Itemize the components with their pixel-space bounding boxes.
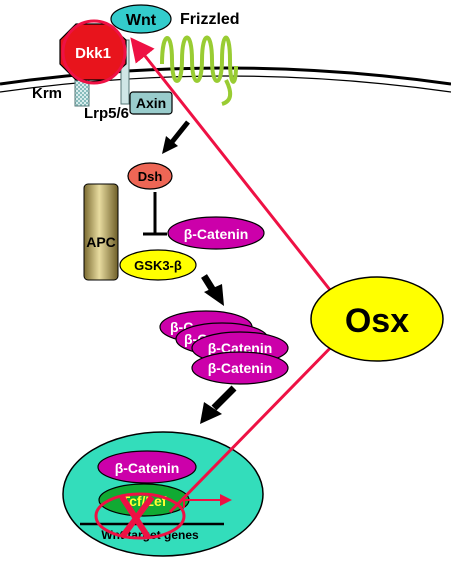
osx-shape <box>310 276 444 362</box>
tcf-lef-label: Tcf/Lef <box>122 493 167 509</box>
beta-catenin-nucleus <box>97 450 197 484</box>
axin-shape <box>129 91 173 115</box>
beta-catenin-nucleus-label: β-Catenin <box>115 460 180 476</box>
block-circle <box>94 492 186 540</box>
arrow-to-stack-head <box>204 284 224 306</box>
wnt-ligand <box>110 4 172 34</box>
lrp-label: Lrp5/6 <box>84 105 129 122</box>
krm-label: Krm <box>32 85 62 102</box>
transcription-arrow-head <box>220 494 232 506</box>
cell-membrane <box>0 66 451 86</box>
arrow-to-dsh-head <box>162 136 178 154</box>
osx-to-tcf-line <box>168 338 340 514</box>
frizzled-label: Frizzled <box>180 11 240 28</box>
apc-shape <box>83 183 119 281</box>
gsk3b-shape <box>119 249 197 281</box>
wnt-label: Wnt <box>126 12 157 29</box>
transcription-arrow <box>183 499 222 508</box>
beta-catenin-cytoplasm-label: β-Catenin <box>184 226 249 242</box>
frizzled-receptor <box>160 35 238 84</box>
dsh-shape <box>127 162 173 190</box>
dkk1-highlight-ring <box>61 19 127 85</box>
catenin-stack-3-label: β-Catenin <box>208 340 273 356</box>
axin-label: Axin <box>136 95 166 111</box>
apc-label: APC <box>86 234 116 250</box>
arrow-to-dsh <box>170 120 190 144</box>
block-x-line-2 <box>119 495 155 539</box>
osx-label: Osx <box>345 302 409 340</box>
arrow-to-nucleus <box>211 385 237 411</box>
beta-catenin-cytoplasm <box>167 216 265 250</box>
cell-membrane-inner <box>0 75 451 93</box>
arrow-to-nucleus-head <box>200 402 222 424</box>
dkk1-label: Dkk1 <box>75 45 111 62</box>
frizzled-tail <box>221 79 233 106</box>
catenin-stack-front-label: β-Catenin <box>208 360 273 376</box>
osx-to-dkk1-line <box>130 37 340 301</box>
gsk3b-label: GSK3-β <box>134 258 182 273</box>
catenin-stack-front <box>191 351 289 385</box>
dsh-label: Dsh <box>138 169 163 184</box>
